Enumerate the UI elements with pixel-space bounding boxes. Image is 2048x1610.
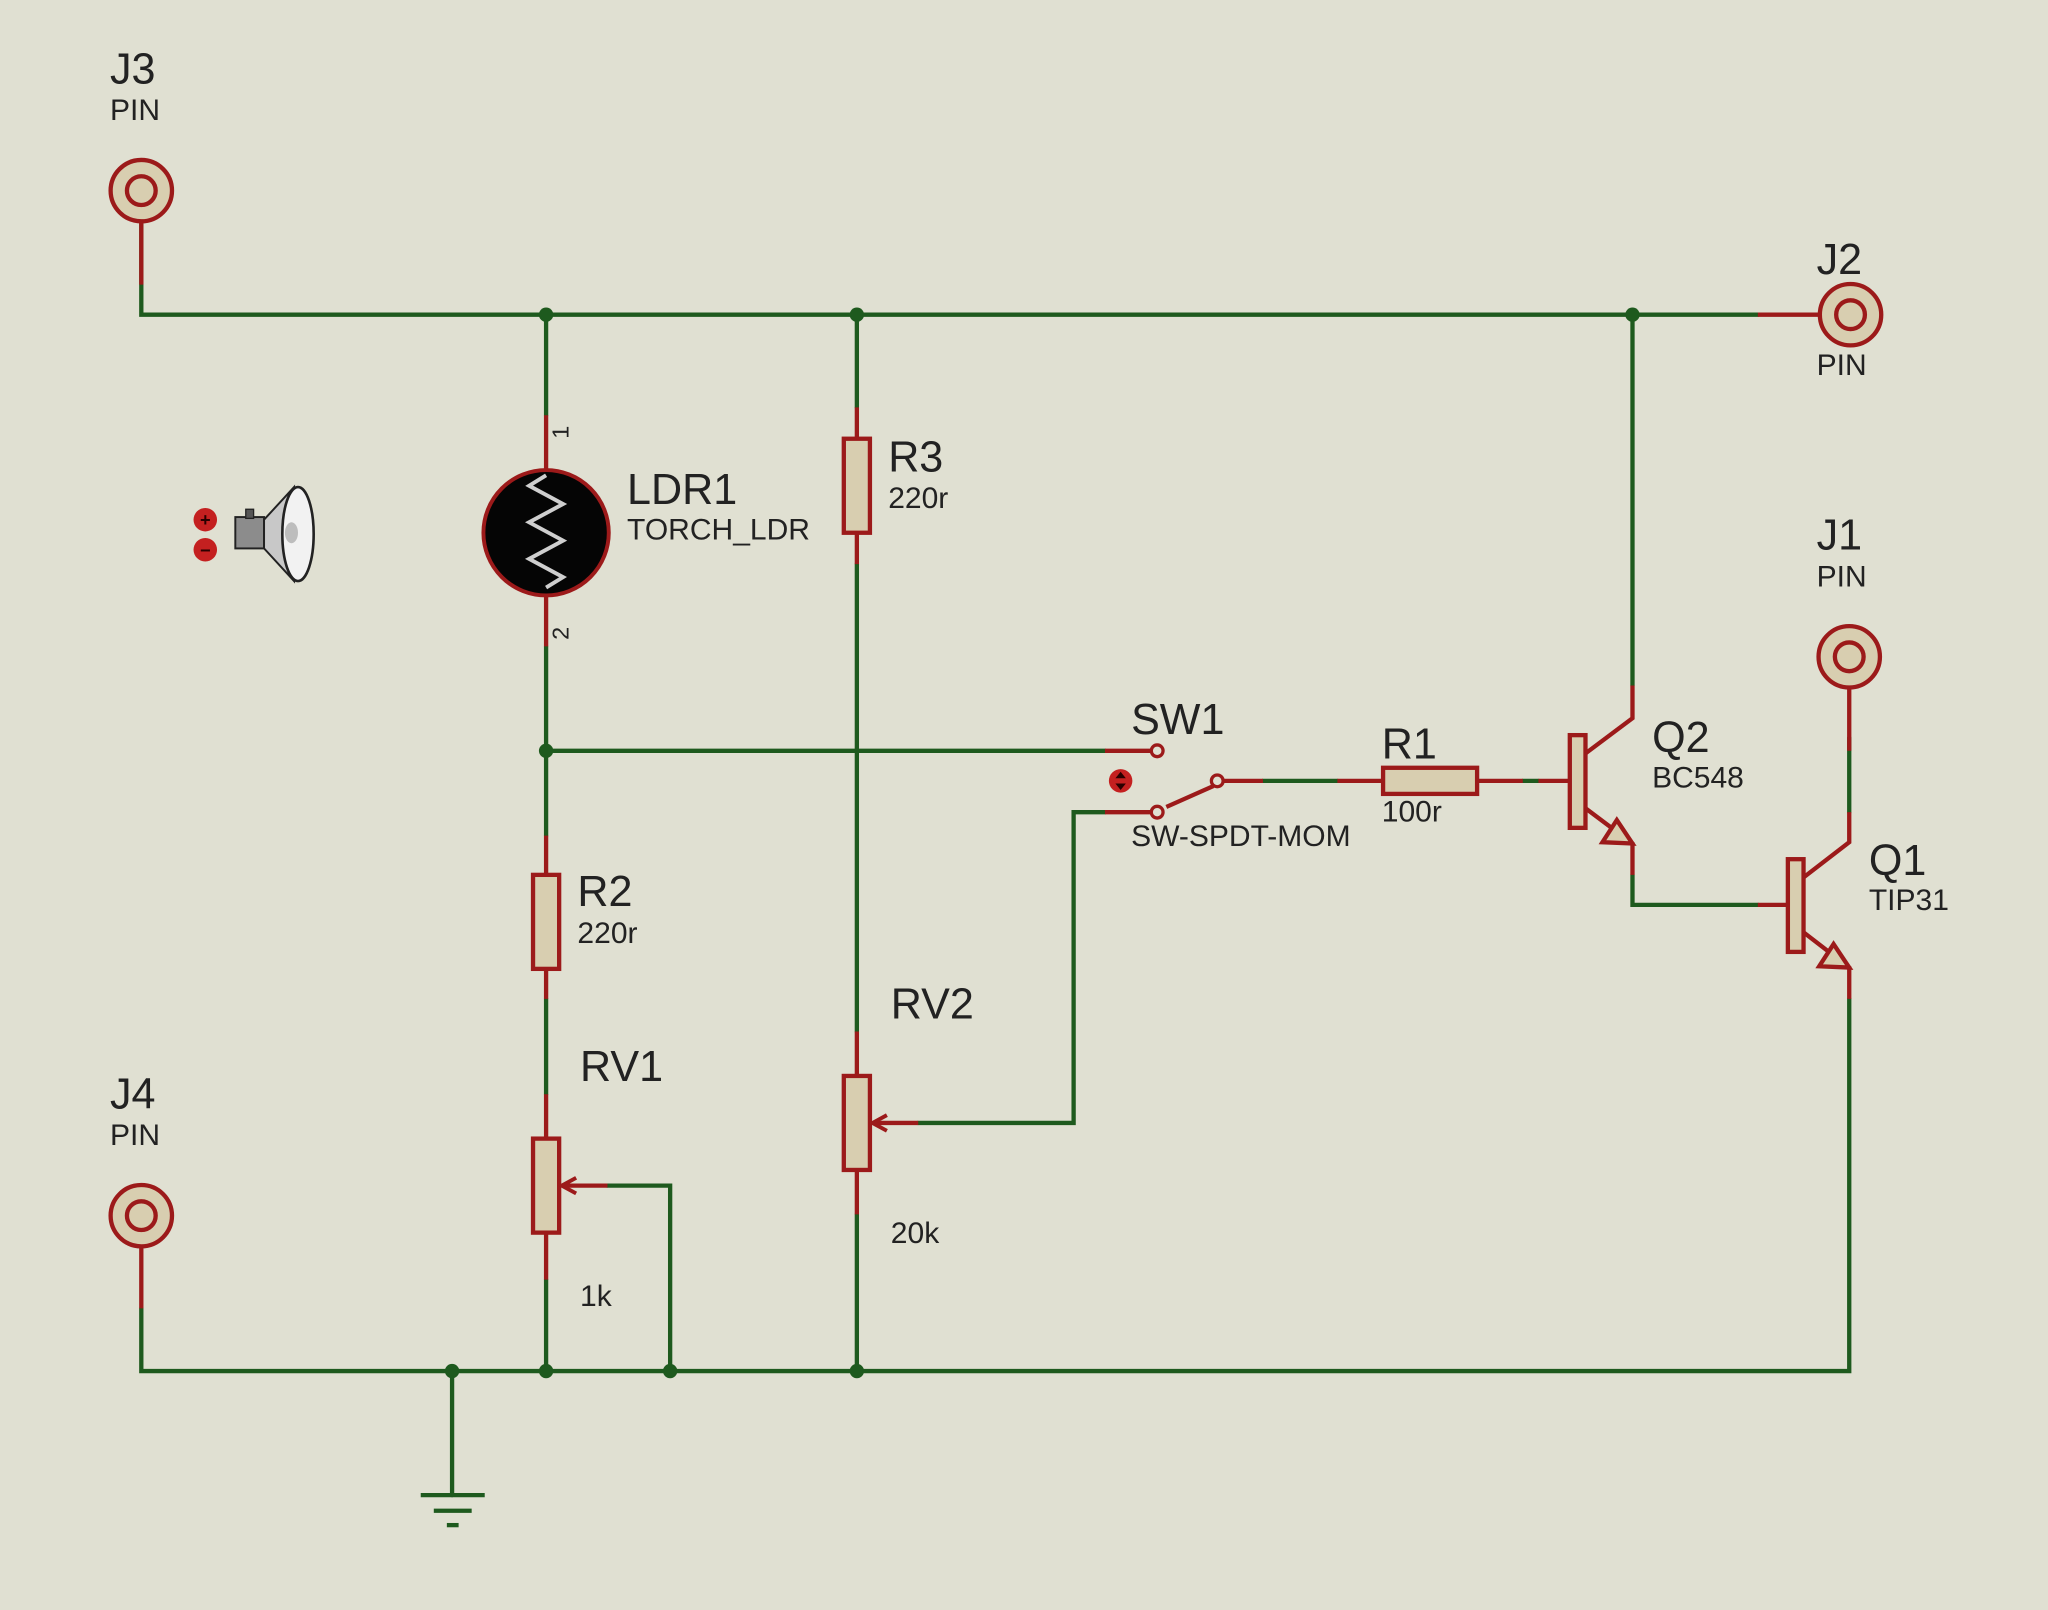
terminal-j3[interactable]: J3 PIN [108, 46, 175, 285]
junction-node [662, 1363, 678, 1379]
speaker-dome [284, 522, 298, 544]
component-rv1[interactable]: RV1 1k [530, 1043, 663, 1313]
r3-value: 220r [888, 482, 948, 515]
r1-value: 100r [1382, 795, 1442, 828]
terminal-pin-icon [108, 1182, 175, 1249]
emitter-arrow-icon [1598, 816, 1637, 846]
j3-ref: J3 [110, 46, 156, 94]
q2-ref: Q2 [1652, 714, 1709, 762]
junction-node [1625, 307, 1640, 322]
terminal-pin-icon [108, 157, 175, 224]
j4-ref: J4 [110, 1071, 156, 1119]
junction-node [849, 1363, 865, 1379]
terminal-pin-icon [1817, 281, 1884, 348]
q1-ref: Q1 [1869, 837, 1926, 885]
rv2-ref: RV2 [891, 980, 974, 1028]
switch-contact [1209, 773, 1225, 789]
component-r3[interactable]: R3 220r [841, 407, 948, 565]
resistor-body [841, 436, 873, 535]
rv1-value: 1k [580, 1280, 613, 1313]
speaker-icon[interactable]: + − [193, 484, 315, 584]
terminal-j1[interactable]: J1 PIN [1816, 512, 1883, 751]
terminal-pin-icon [1816, 623, 1883, 690]
sw1-ref: SW1 [1131, 696, 1224, 744]
junction-node [538, 307, 554, 322]
resistor-body [1380, 765, 1480, 797]
wire-rv2-sw1 [916, 810, 1108, 1126]
collector-lead [1584, 685, 1635, 756]
svg-text:−: − [200, 539, 211, 560]
ground-icon [420, 1492, 485, 1528]
ldr1-ref: LDR1 [627, 466, 737, 514]
speaker-terminal [193, 537, 218, 562]
junction-node [538, 1363, 554, 1379]
terminal-pin-hole [124, 1199, 158, 1233]
switch-lever [1165, 784, 1215, 809]
component-ldr1[interactable]: 1 2 LDR1 TORCH_LDR [481, 415, 810, 647]
wiper-arrow-icon [868, 1113, 888, 1133]
junction-node [538, 743, 554, 758]
r3-ref: R3 [888, 433, 943, 481]
rv1-ref: RV1 [580, 1043, 663, 1091]
transistor-base-bar [1785, 857, 1806, 955]
transistor-base-bar [1567, 732, 1588, 831]
ldr1-pin2: 2 [547, 627, 573, 640]
j1-value: PIN [1817, 560, 1867, 593]
speaker-rim [281, 485, 315, 583]
j2-ref: J2 [1817, 236, 1863, 284]
potentiometer-body [530, 1136, 562, 1235]
j1-ref: J1 [1817, 512, 1863, 560]
ldr1-pin1: 1 [547, 426, 573, 439]
speaker-terminal [193, 507, 218, 532]
terminal-pin-hole [1832, 640, 1866, 674]
component-r2[interactable]: R2 220r [530, 835, 638, 999]
collector-lead [1802, 812, 1852, 880]
r2-ref: R2 [577, 868, 632, 916]
component-q1[interactable]: Q1 TIP31 [1757, 812, 1949, 999]
speaker-magnet [234, 516, 266, 550]
j4-value: PIN [110, 1119, 160, 1152]
resistor-body [530, 872, 562, 972]
wires [139, 219, 1852, 1498]
wiper-arrow-icon [557, 1176, 578, 1196]
junctions [444, 307, 1640, 1379]
sw1-value: SW-SPDT-MOM [1131, 820, 1351, 853]
q2-value: BC548 [1652, 761, 1744, 794]
toggle-button-icon[interactable] [1108, 769, 1133, 793]
wire-q2-q1 [1630, 872, 1760, 908]
toggle-button-body [1108, 769, 1133, 793]
junction-node [444, 1363, 460, 1379]
q1-value: TIP31 [1869, 884, 1949, 917]
terminal-j2[interactable]: J2 PIN [1757, 236, 1884, 382]
speaker-tab [245, 508, 255, 520]
switch-contact [1149, 804, 1165, 820]
terminal-j4[interactable]: J4 PIN [108, 1071, 175, 1309]
potentiometer-body [841, 1073, 873, 1173]
emitter-arrow-icon [1815, 940, 1854, 970]
j3-value: PIN [110, 94, 160, 127]
component-q2[interactable]: Q2 BC548 [1538, 685, 1744, 875]
r1-ref: R1 [1382, 721, 1437, 769]
j2-value: PIN [1817, 349, 1867, 382]
r2-value: 220r [577, 917, 637, 950]
rv2-value: 20k [891, 1217, 940, 1250]
component-r1[interactable]: R1 100r [1337, 721, 1523, 829]
component-sw1[interactable]: SW1 SW-SPDT-MOM [1104, 696, 1351, 853]
wire-rv1-wiper [605, 1183, 673, 1374]
junction-node [849, 307, 865, 322]
wire-bottom-rail [139, 996, 1852, 1374]
terminal-pin-hole [124, 174, 158, 208]
ldr1-value: TORCH_LDR [627, 513, 810, 546]
component-rv2[interactable]: RV2 20k [841, 980, 974, 1250]
wire-top-rail [139, 219, 1760, 317]
toggle-arrows-icon [1115, 771, 1126, 790]
svg-text:+: + [200, 509, 211, 530]
ldr-zigzag-icon [524, 473, 568, 590]
terminal-pin-hole [1834, 298, 1868, 332]
switch-contact [1149, 743, 1165, 759]
